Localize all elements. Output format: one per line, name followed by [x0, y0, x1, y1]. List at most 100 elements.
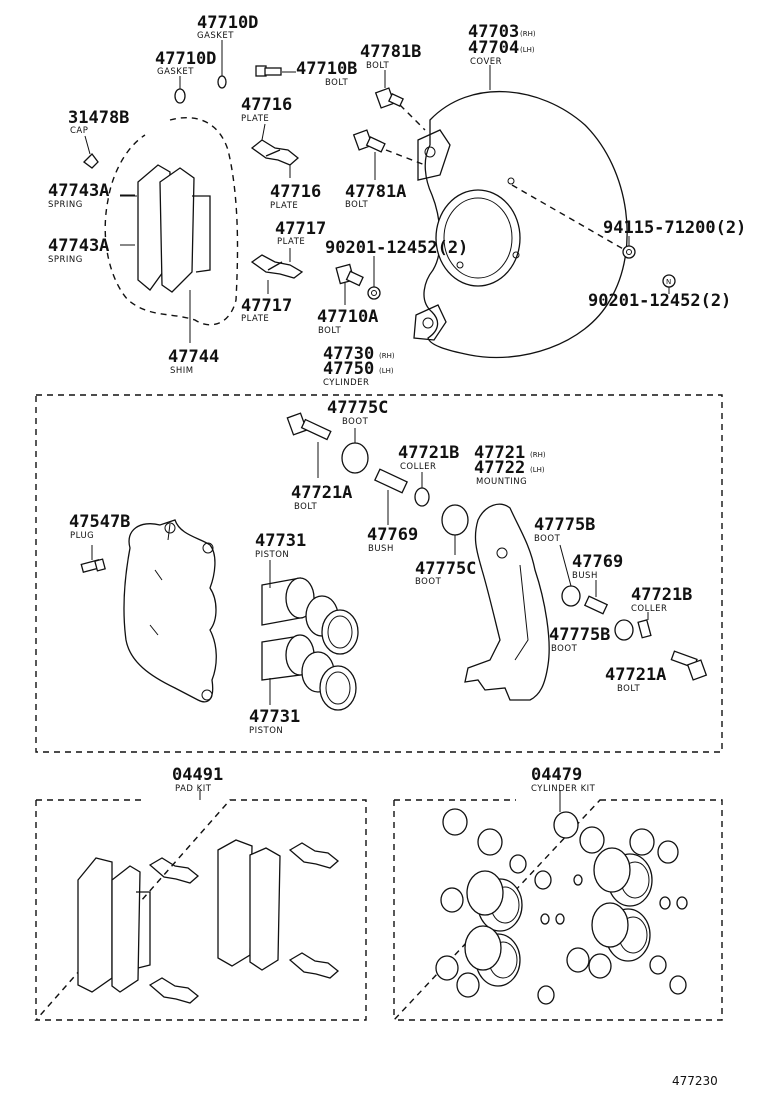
label-pad-kit: PAD KIT — [175, 784, 212, 794]
label-47781A: 47781A — [345, 182, 406, 202]
label-04491: 04491 — [172, 765, 223, 785]
label-47775C-b: 47775C — [415, 559, 476, 579]
mounting-bracket-icon — [464, 503, 550, 701]
plate-47716-icon — [250, 139, 300, 166]
label-bolt-47710B: BOLT — [325, 78, 348, 88]
label-47721A-a: 47721A — [291, 483, 352, 503]
label-47710B: 47710B — [296, 59, 357, 79]
label-47703-rh: (RH) — [520, 30, 536, 38]
label-piston-a: PISTON — [255, 550, 289, 560]
label-90201-b: 90201-12452(2) — [588, 291, 731, 311]
washer-icon: N — [511, 184, 676, 288]
label-47769-a: 47769 — [367, 525, 418, 545]
label-47730: 47730 — [323, 344, 374, 364]
label-spring-a: SPRING — [48, 200, 83, 210]
bolt-47710B-icon — [255, 65, 282, 77]
coller-icon — [414, 487, 652, 639]
label-47704: 47704 — [468, 38, 519, 58]
label-47775B-b: 47775B — [549, 625, 610, 645]
bolt-47781B-icon — [374, 87, 426, 131]
label-47731-a: 47731 — [255, 531, 306, 551]
label-47547B: 47547B — [69, 512, 130, 532]
label-mounting: MOUNTING — [476, 477, 527, 487]
label-cap: CAP — [70, 126, 88, 136]
bolt-47721A-icon — [286, 412, 332, 441]
label-bolt-47721A-a: BOLT — [294, 502, 317, 512]
label-47717-b: 47717 — [241, 296, 292, 316]
label-bush-b: BUSH — [572, 571, 598, 581]
label-47721-rh: (RH) — [530, 451, 546, 459]
label-47743A-a: 47743A — [48, 181, 109, 201]
label-47743A-b: 47743A — [48, 236, 109, 256]
part-labels: 47710D GASKET 47710D GASKET 47710B BOLT … — [48, 13, 746, 1088]
label-plug: PLUG — [70, 531, 94, 541]
label-31478B: 31478B — [68, 108, 129, 128]
label-47781B: 47781B — [360, 42, 421, 62]
label-47775C-a: 47775C — [327, 398, 388, 418]
label-47730-rh: (RH) — [379, 352, 395, 360]
label-47750: 47750 — [323, 359, 374, 379]
label-47721B-b: 47721B — [631, 585, 692, 605]
label-04479: 04479 — [531, 765, 582, 785]
plug-icon — [80, 558, 106, 573]
pad-kit-icon — [77, 839, 340, 1004]
cylinder-assembly-box — [35, 394, 723, 753]
label-shim: SHIM — [170, 366, 194, 376]
label-cover: COVER — [470, 57, 502, 67]
label-boot-d: BOOT — [551, 644, 578, 654]
label-bolt-47781B: BOLT — [366, 61, 389, 71]
label-coller-a: COLLER — [400, 462, 436, 472]
label-94115: 94115-71200(2) — [603, 218, 746, 238]
label-47722: 47722 — [474, 458, 525, 478]
boot-47775B-icon — [561, 585, 634, 641]
label-47744: 47744 — [168, 347, 219, 367]
label-47775B-a: 47775B — [534, 515, 595, 535]
svg-text:N: N — [666, 278, 671, 286]
leader-lines-middle — [91, 428, 649, 705]
diagram-reference-number: 477230 — [672, 1074, 718, 1088]
label-bush-a: BUSH — [368, 544, 394, 554]
label-boot-c: BOOT — [534, 534, 561, 544]
label-gasket-top: GASKET — [197, 31, 234, 41]
label-piston-b: PISTON — [249, 726, 283, 736]
label-plate-a: PLATE — [241, 114, 269, 124]
label-47721B-a: 47721B — [398, 443, 459, 463]
label-bolt-47781A: BOLT — [345, 200, 368, 210]
leader-lines-upper — [84, 40, 670, 343]
cylinder-kit-box — [392, 790, 723, 1021]
piston-icon — [261, 577, 359, 711]
label-47722-lh: (LH) — [530, 466, 545, 474]
label-47717-a: 47717 — [275, 219, 326, 239]
label-47710D: 47710D — [155, 49, 216, 69]
label-90201-a: 90201-12452(2) — [325, 238, 468, 258]
cylinder-body-icon — [123, 519, 217, 703]
label-47716-a: 47716 — [241, 95, 292, 115]
label-plate-d: PLATE — [241, 314, 269, 324]
label-47750-lh: (LH) — [379, 367, 394, 375]
bolt-47781A-icon — [352, 129, 426, 166]
label-47710A: 47710A — [317, 307, 378, 327]
label-boot-a: BOOT — [342, 417, 369, 427]
bolt-47710A-icon — [335, 263, 381, 300]
label-47721: 47721 — [474, 443, 525, 463]
brake-pad-icon — [120, 164, 211, 293]
cylinder-kit-icon — [435, 808, 688, 1005]
label-cylinder: CYLINDER — [323, 378, 369, 388]
label-47704-lh: (LH) — [520, 46, 535, 54]
label-47703: 47703 — [468, 22, 519, 42]
plate-47717-icon — [250, 254, 304, 279]
label-boot-b: BOOT — [415, 577, 442, 587]
label-gasket: GASKET — [157, 67, 194, 77]
gasket-icon — [174, 75, 227, 104]
label-47716-b: 47716 — [270, 182, 321, 202]
label-plate-c: PLATE — [277, 237, 305, 247]
bush-47769-icon — [374, 468, 609, 615]
label-47721A-b: 47721A — [605, 665, 666, 685]
label-spring-b: SPRING — [48, 255, 83, 265]
cap-icon — [83, 153, 99, 169]
label-coller-b: COLLER — [631, 604, 667, 614]
dust-cover — [413, 91, 628, 359]
caliper-outline — [104, 116, 239, 326]
label-plate-b: PLATE — [270, 201, 298, 211]
